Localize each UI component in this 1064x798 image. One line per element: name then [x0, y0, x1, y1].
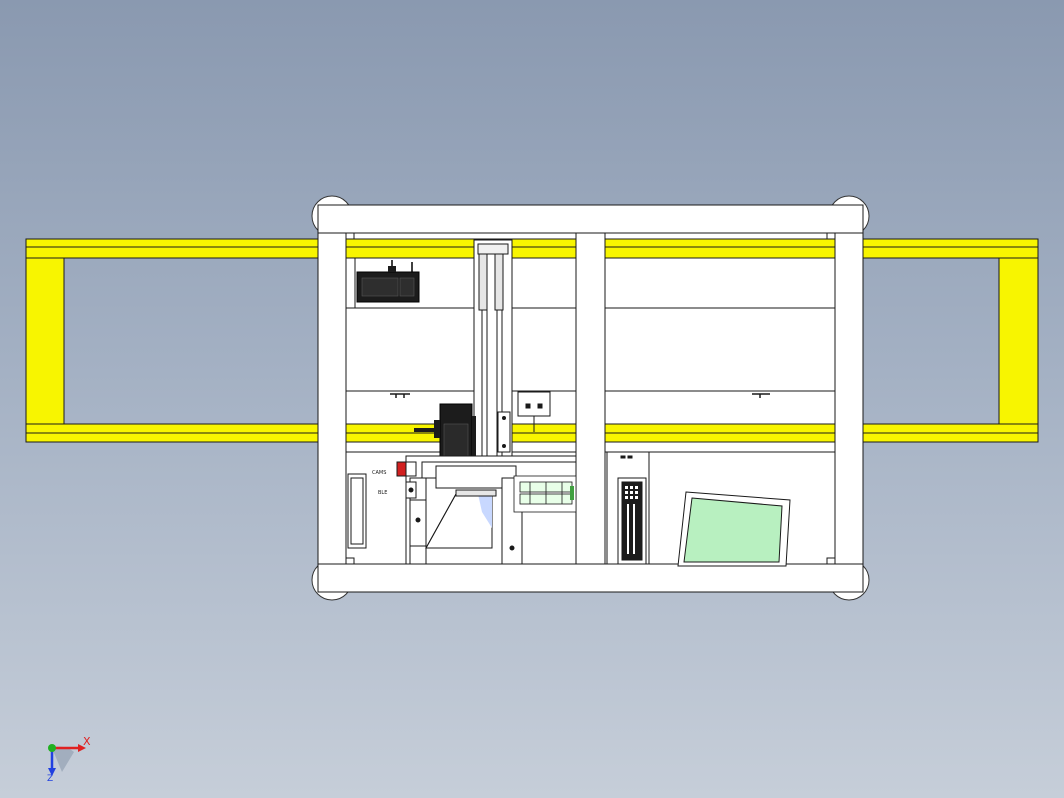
axis-z-label: Z	[47, 774, 53, 784]
sensor-tag-2: BLE	[378, 490, 387, 496]
axis-x-label: X	[83, 735, 91, 748]
gripper-motor[interactable]	[414, 403, 476, 463]
hmi-screen[interactable]	[677, 491, 791, 567]
frame-bottom-beam	[317, 563, 864, 593]
frame-top-beam	[317, 204, 864, 234]
drive-motor[interactable]	[356, 260, 420, 303]
rail-right-post	[998, 257, 1039, 425]
sensor-bracket[interactable]	[517, 391, 551, 432]
frame-right-post	[834, 232, 864, 565]
side-panel[interactable]	[347, 473, 367, 549]
rail-left-post	[25, 257, 65, 425]
plate-hooks	[390, 393, 770, 398]
frame-left-post	[317, 232, 347, 565]
linear-actuator[interactable]	[473, 239, 513, 469]
coordinate-triad-icon	[48, 744, 86, 776]
sensor-tag: CAMS	[372, 470, 386, 476]
work-station[interactable]	[405, 455, 577, 565]
corner-brackets	[345, 232, 836, 565]
cylinder-assembly[interactable]	[513, 475, 577, 513]
control-panel[interactable]	[606, 451, 650, 565]
side-sensor[interactable]	[396, 461, 417, 499]
frame-center-divider	[575, 232, 606, 565]
